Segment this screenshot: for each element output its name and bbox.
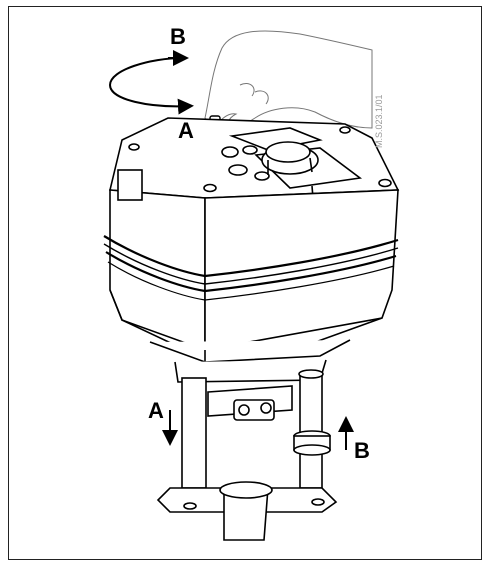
hand-icon xyxy=(204,30,373,131)
up-label: B xyxy=(354,438,370,463)
actuator-top-cover xyxy=(109,117,400,238)
rotation-arrow-icon xyxy=(108,50,194,115)
down-label: A xyxy=(148,398,164,423)
knob-label: A xyxy=(178,118,194,143)
actuator-housing xyxy=(103,169,399,363)
actuator-yoke xyxy=(156,359,338,541)
reference-code: M.S.023.1/01 xyxy=(374,94,384,148)
rotate-label: B xyxy=(170,24,186,49)
